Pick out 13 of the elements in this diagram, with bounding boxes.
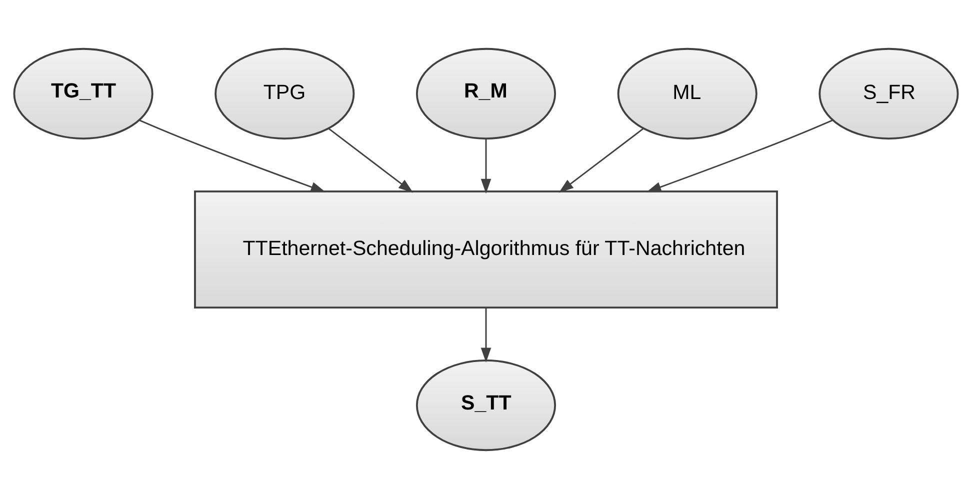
node-ellipse: TG_TT xyxy=(13,47,154,139)
node-ellipse: TPG xyxy=(214,47,355,139)
arrow xyxy=(646,119,833,192)
arrow xyxy=(328,128,414,192)
node-ellipse: S_TT xyxy=(416,359,556,451)
node-ellipse: R_M xyxy=(416,47,556,139)
node-ellipse: S_FR xyxy=(818,47,959,139)
arrow xyxy=(139,119,326,192)
node-ellipse: ML xyxy=(617,47,758,139)
arrow xyxy=(480,307,492,362)
arrow xyxy=(480,138,492,194)
arrow xyxy=(558,128,644,192)
node-box: TTEthernet-Scheduling-Algorithmus für TT-Nachrichten xyxy=(194,190,778,308)
